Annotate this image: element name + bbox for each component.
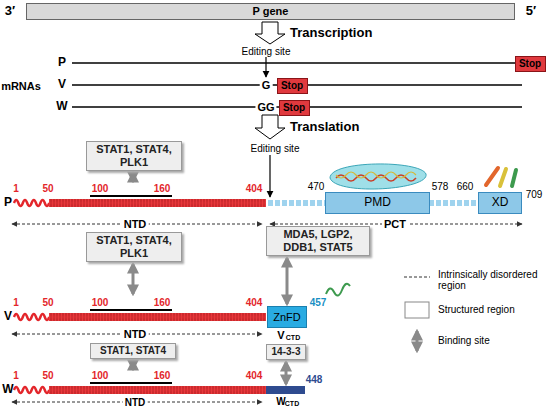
binding-box: STAT1, STAT4, PLK1	[86, 232, 182, 262]
editing-arrow	[269, 155, 270, 197]
diagram-label: 50	[42, 370, 53, 381]
pmd-helix	[336, 172, 416, 178]
legend-entry: Binding site	[438, 335, 538, 346]
ntd-bar	[14, 383, 266, 394]
diagram-label: 1	[13, 297, 19, 308]
diagram-label: 160	[154, 370, 171, 381]
stop-box: Stop	[515, 56, 546, 72]
ntd-bar	[14, 196, 266, 207]
diagram-label: GG	[255, 101, 276, 113]
diagram-label: CTD	[286, 334, 300, 342]
diagram-label: Editing site	[251, 143, 300, 154]
diagram-label: 578	[432, 181, 449, 192]
diagram-label: mRNAs	[1, 80, 41, 92]
node-text: Stop	[281, 80, 303, 92]
binding-arrow	[132, 173, 135, 181]
node-text: MDA5, LGP2, DDB1, STAT5	[270, 228, 366, 253]
node-text: PMD	[364, 196, 391, 210]
diagram-label: G	[260, 79, 273, 91]
diagram-label: Translation	[290, 120, 359, 134]
binding-connector	[286, 258, 289, 304]
diagram-label: 404	[246, 370, 263, 381]
binding-arrow	[132, 264, 135, 294]
xd-structure	[486, 168, 516, 186]
diagram-label: 100	[92, 297, 109, 308]
binding-box: STAT1, STAT4, PLK1	[86, 141, 182, 171]
diagram-label: 160	[154, 183, 171, 194]
znfd-structure	[326, 284, 350, 296]
editing-arrow	[265, 57, 266, 77]
gene-bar: P gene	[26, 3, 515, 20]
diagram-label: V	[277, 329, 284, 341]
domain-box: PMD	[325, 192, 430, 214]
node-text: STAT1, STAT4	[100, 345, 166, 357]
legend-dashed-sample	[404, 277, 430, 278]
diagram-label: W	[2, 383, 13, 396]
wctd-bar	[266, 386, 305, 394]
binding-arrow	[132, 361, 135, 369]
stop-box: Stop	[279, 100, 310, 116]
node-text: 14-3-3	[272, 346, 301, 358]
diagram-label: 404	[246, 297, 263, 308]
diagram-label: V	[58, 78, 66, 91]
diagram-label: 709	[526, 189, 543, 200]
diagram-label: V	[4, 310, 12, 323]
diagram-label: 1	[13, 370, 19, 381]
process-arrow	[255, 22, 285, 44]
domain-box: XD	[478, 192, 522, 214]
pmd-structure	[330, 164, 426, 189]
binding-arrow	[285, 362, 288, 384]
mrna-line	[72, 62, 516, 64]
node-text: Stop	[283, 102, 305, 114]
diagram-label: PCT	[382, 218, 408, 230]
diagram-label: Editing site	[242, 46, 291, 57]
node-text: STAT1, STAT4, PLK1	[90, 234, 178, 259]
diagram-label: W	[276, 396, 285, 407]
node-text: STAT1, STAT4, PLK1	[90, 143, 178, 168]
diagram-label: 404	[246, 183, 263, 194]
diagram-label: 100	[92, 370, 109, 381]
diagram-label: CTD	[285, 400, 299, 408]
diagram-label: NTD	[122, 328, 149, 340]
diagram-label: NTD	[122, 218, 149, 230]
node-text: ZnFD	[273, 311, 301, 324]
node-text: P gene	[253, 5, 289, 18]
diagram-label: 660	[457, 181, 474, 192]
legend-text: Structured region	[438, 304, 515, 315]
process-arrow	[255, 115, 285, 139]
ntd-bar	[14, 310, 266, 321]
binding-box: 14-3-3	[266, 344, 306, 360]
legend-box-sample	[405, 302, 429, 318]
diagram-label: 160	[154, 297, 171, 308]
diagram-label: 1	[13, 183, 19, 194]
node-text: XD	[492, 196, 509, 210]
legend-entry: Intrinsically disordered region	[438, 269, 538, 291]
legend-text: Intrinsically disordered region	[438, 269, 538, 291]
extent-arrow	[12, 224, 522, 402]
diagram-label: 448	[306, 374, 323, 385]
diagram-label: 50	[42, 183, 53, 194]
node-text: Stop	[519, 58, 541, 70]
diagram-label: 3′	[5, 4, 15, 18]
diagram-label: 457	[310, 297, 327, 308]
diagram-label: P	[4, 196, 12, 209]
diagram-label: P	[58, 56, 66, 69]
diagram-label: 5′	[526, 4, 536, 18]
stop-box: Stop	[277, 78, 308, 94]
binding-box: MDA5, LGP2, DDB1, STAT5	[266, 226, 370, 256]
diagram-label: 50	[42, 297, 53, 308]
diagram-label: Transcription	[290, 26, 372, 40]
diagram-label: W	[56, 100, 67, 113]
binding-box: STAT1, STAT4	[90, 343, 176, 359]
diagram-label: 100	[92, 183, 109, 194]
diagram-label: 470	[308, 181, 325, 192]
diagram-label: NTD	[123, 397, 148, 408]
legend-arrow-sample	[416, 331, 419, 351]
legend-text: Binding site	[438, 335, 490, 346]
legend-entry: Structured region	[438, 304, 538, 315]
domain-box: ZnFD	[267, 306, 307, 328]
